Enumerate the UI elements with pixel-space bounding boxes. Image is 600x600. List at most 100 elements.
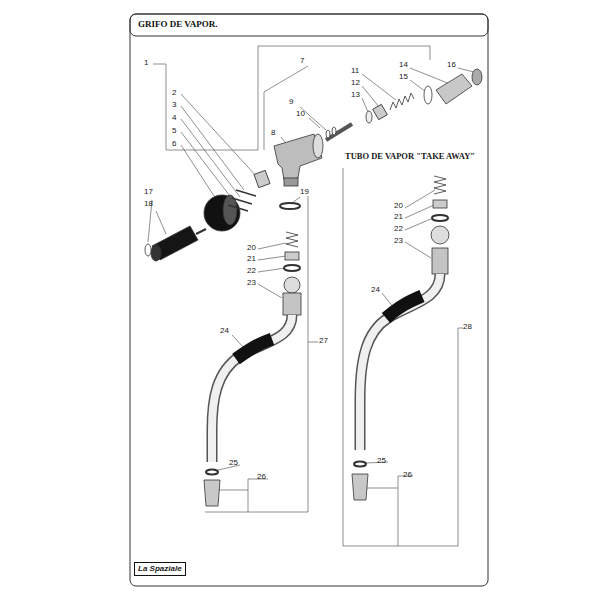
leader-line [205,342,308,512]
leader-line [181,106,244,190]
steam-pipe [386,296,422,318]
callout-number: 10 [296,109,305,119]
callout-number: 15 [399,72,408,82]
callout-number: 13 [351,90,360,100]
valve-parts [332,127,336,135]
valve-parts [152,226,198,260]
callout-number: 18 [144,199,153,209]
callout-number: 4 [172,113,176,123]
callout-number: 8 [271,128,275,138]
leader-line [258,268,285,272]
steam-pipe [284,277,300,293]
leader-line [148,46,474,546]
leader-line [405,218,433,230]
callout-number: 24 [371,285,380,295]
callout-number: 20 [247,243,256,253]
title: GRIFO DE VAPOR. [138,19,217,30]
steam-pipe [360,274,440,450]
callout-number: 6 [172,139,176,149]
leader-line [258,284,282,298]
callout-number: 16 [447,60,456,70]
steam-pipe [432,248,448,274]
valve-parts [236,190,256,196]
steam-pipe [433,200,447,208]
callout-number: 22 [247,266,256,276]
callout-number: 7 [300,56,304,66]
steam-pipe [284,265,300,271]
steam-pipe [352,474,368,500]
callout-number: 11 [351,66,359,76]
frame [130,14,488,36]
steam-pipe [204,176,449,506]
steam-pipe [360,274,440,450]
steam-pipe [204,480,220,506]
leader-line [181,119,240,197]
steam-pipe [236,339,272,359]
leader-line [308,196,318,342]
leader-line [181,145,214,196]
valve-parts [424,86,432,104]
leader-line [362,74,396,100]
steam-pipe [212,315,292,462]
callout-number: 20 [394,201,403,211]
callout-number: 17 [144,187,153,197]
valve-parts [274,134,322,180]
leader-line [367,488,398,489]
leader-line [156,211,166,234]
valve-parts [232,198,252,204]
valve-parts [373,104,388,119]
callout-number: 1 [144,58,148,68]
callout-number: 27 [319,336,328,346]
valve-parts [326,124,352,140]
valve-parts [436,74,472,104]
callout-number: 2 [172,88,176,98]
leader-line [248,479,268,512]
valve-parts [145,244,151,256]
valve-parts [313,134,323,158]
steam-pipe [285,252,299,260]
callout-number: 5 [172,126,176,136]
leader-line [405,190,435,208]
callout-number: 26 [257,472,266,482]
steam-pipe [431,226,449,244]
leader-line [258,256,286,260]
valve-parts [196,229,206,234]
steam-pipe [283,293,301,315]
leader-line [398,476,413,546]
callout-number: 12 [351,78,360,88]
steam-pipe [354,462,366,467]
leader-line [343,168,344,546]
leader-line [458,68,474,72]
valve-parts [204,195,240,231]
leader-line [405,205,434,218]
callout-number: 28 [463,322,472,332]
valve-parts [472,69,482,85]
valve-parts [228,205,248,211]
valve-parts [151,245,161,261]
callout-number: 3 [172,100,176,110]
callout-number: 25 [377,456,386,466]
callout-number: 25 [229,458,238,468]
leader-line [309,118,320,128]
leader-line [258,243,286,249]
callout-number: 21 [247,254,256,264]
frame [130,14,488,586]
callout-number: 14 [399,60,408,70]
valve-parts [390,93,414,110]
leader-line [410,68,450,84]
brand-logo: La Spaziale [134,562,186,576]
callout-number: 21 [394,212,403,222]
leader-line [219,490,248,491]
steam-pipe [432,215,448,221]
callout-number: 19 [300,187,309,197]
valve-parts [254,170,270,187]
steam-pipe [286,232,298,247]
leader-line [181,132,236,204]
leader-line [153,64,258,150]
valve-parts [366,111,372,123]
callout-number: 22 [394,224,403,234]
callout-number: 23 [247,278,256,288]
callout-number: 23 [394,236,403,246]
